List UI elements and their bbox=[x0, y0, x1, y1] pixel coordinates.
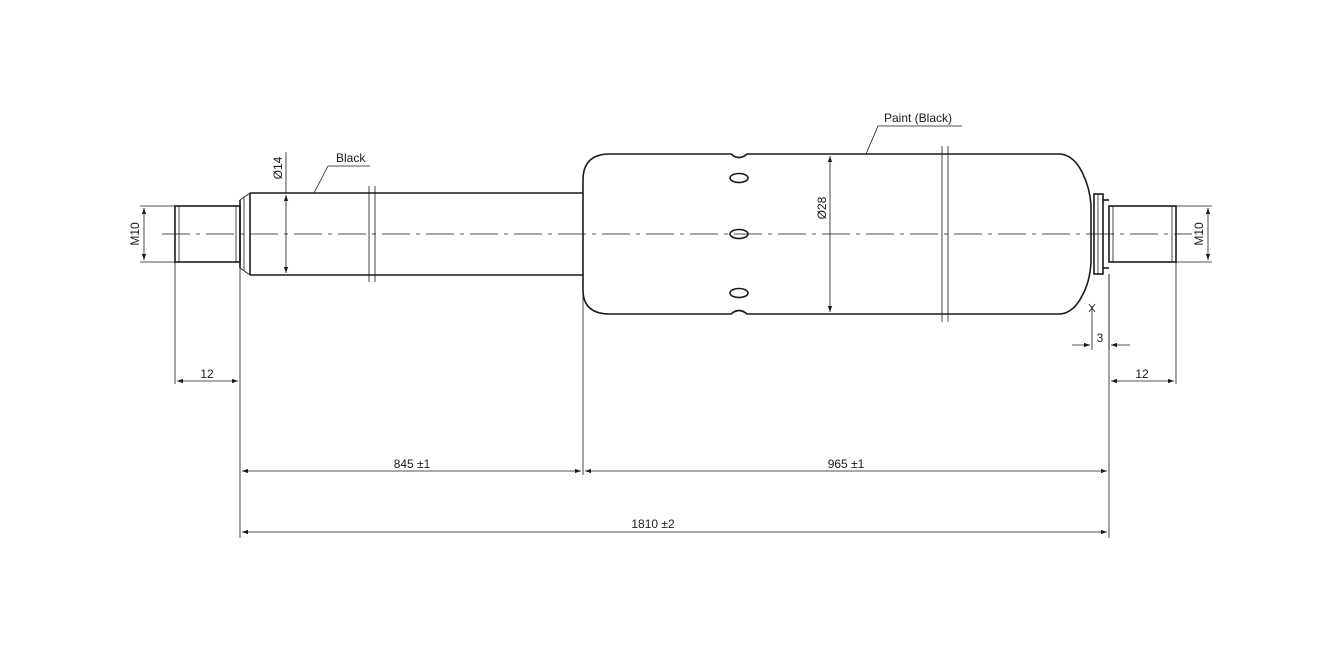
rod-callout: Black bbox=[313, 151, 370, 194]
body-diameter-dimension: Ø28 bbox=[815, 156, 833, 312]
thread-right-label: 12 bbox=[1135, 367, 1149, 381]
m10-left-label: M10 bbox=[128, 222, 142, 246]
total-length-dimension: 1810 ±2 bbox=[242, 517, 1107, 535]
body-diameter-label: Ø28 bbox=[815, 196, 829, 219]
thread-left-label: 12 bbox=[200, 367, 214, 381]
m10-left-dimension: M10 bbox=[128, 205, 175, 263]
body-callout-label: Paint (Black) bbox=[884, 111, 952, 125]
cylinder-body bbox=[582, 146, 1092, 322]
rod-callout-label: Black bbox=[336, 151, 366, 165]
total-length-label: 1810 ±2 bbox=[631, 517, 675, 531]
body-callout: Paint (Black) bbox=[865, 111, 962, 155]
rod-diameter-label: Ø14 bbox=[271, 156, 285, 179]
rod-diameter-dimension: Ø14 bbox=[271, 152, 289, 273]
thread-left-length: 12 bbox=[174, 262, 241, 384]
left-thread bbox=[174, 192, 251, 276]
m10-right-dimension: M10 bbox=[1176, 205, 1212, 263]
m10-right-label: M10 bbox=[1192, 222, 1206, 246]
gap-dimension: 3 bbox=[1072, 274, 1130, 350]
right-thread bbox=[1093, 193, 1177, 275]
segment-length-dimensions: 845 ±1 965 ±1 bbox=[239, 290, 1110, 538]
gap-label: 3 bbox=[1097, 331, 1104, 345]
thread-right-length: 12 bbox=[1108, 262, 1177, 384]
rod-length-label: 845 ±1 bbox=[394, 457, 431, 471]
piston-rod bbox=[249, 186, 583, 282]
body-length-label: 965 ±1 bbox=[828, 457, 865, 471]
